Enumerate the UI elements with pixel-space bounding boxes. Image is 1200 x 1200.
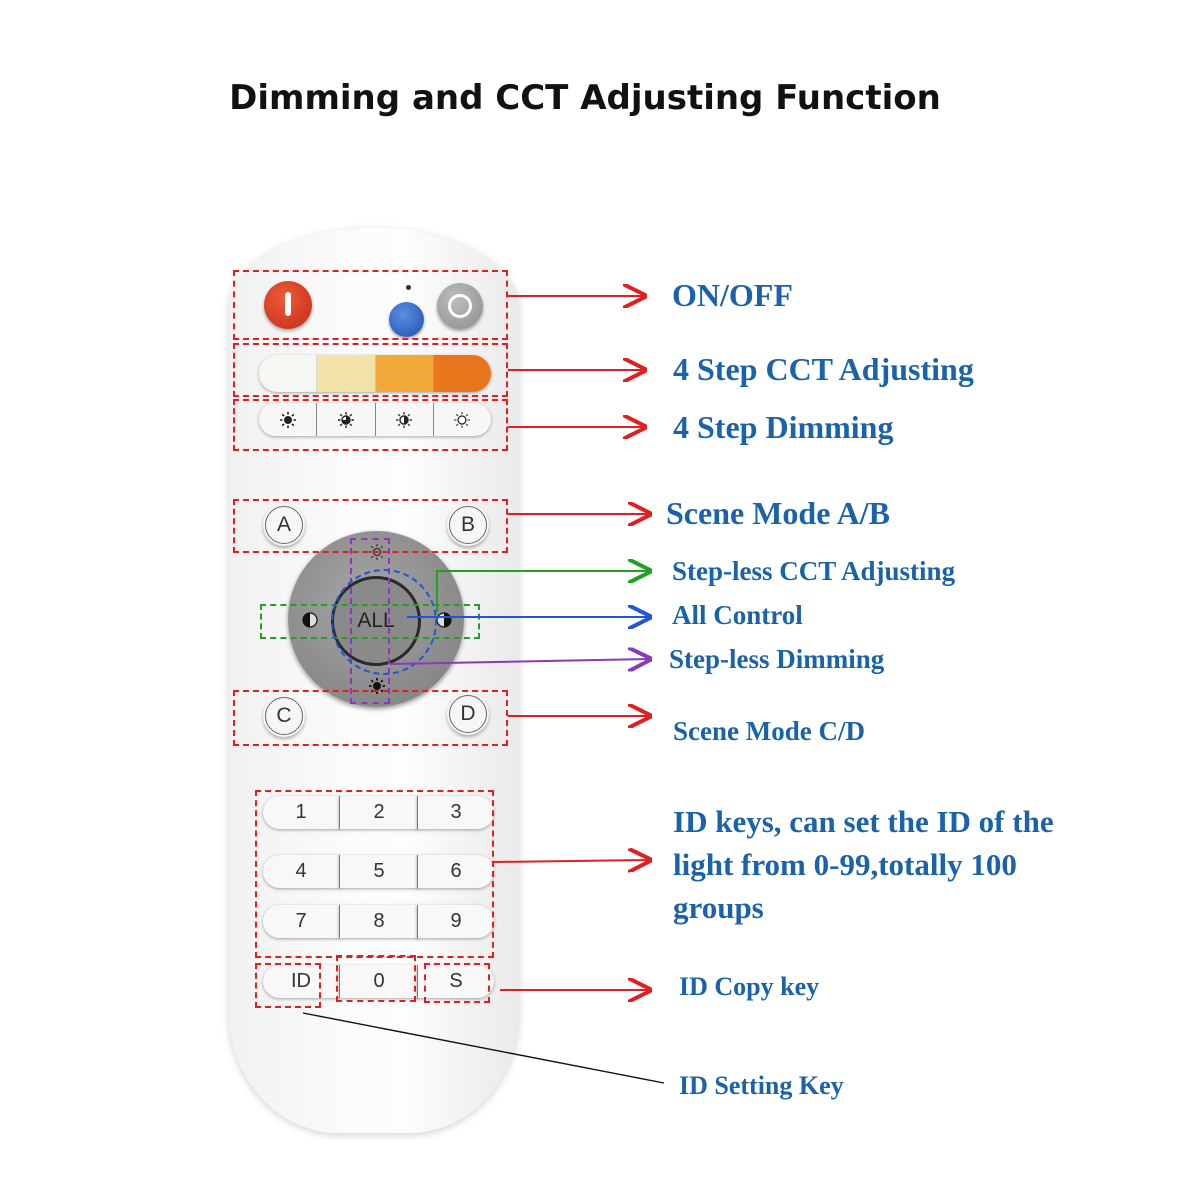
label-on-off: ON/OFF bbox=[672, 277, 793, 313]
sun-three-quarter-icon bbox=[337, 411, 354, 428]
scene-d-label: D bbox=[449, 695, 487, 733]
id-copy-highlight bbox=[424, 963, 490, 1003]
key-3[interactable]: 3 bbox=[417, 796, 494, 829]
scene-a-label: A bbox=[265, 506, 303, 544]
key-0[interactable]: 0 bbox=[339, 965, 419, 998]
cct-step-bar bbox=[259, 355, 491, 392]
label-cct-4step: 4 Step CCT Adjusting bbox=[673, 351, 974, 387]
id-setting-highlight bbox=[255, 963, 321, 1008]
label-stepless-cct: Step-less CCT Adjusting bbox=[672, 556, 956, 586]
dim-step-3-button[interactable] bbox=[376, 403, 434, 436]
indicator-led bbox=[406, 285, 411, 290]
all-control-highlight bbox=[331, 569, 437, 675]
dim-step-2-button[interactable] bbox=[317, 403, 376, 436]
dim-step-4-button[interactable] bbox=[434, 403, 491, 436]
scene-cd-highlight bbox=[233, 690, 508, 746]
key-1[interactable]: 1 bbox=[263, 796, 340, 829]
cct-step-3-button[interactable] bbox=[375, 355, 434, 392]
id-keys-highlight bbox=[255, 790, 494, 958]
cct-step-4-button[interactable] bbox=[433, 355, 491, 392]
scene-c-label: C bbox=[265, 697, 303, 735]
power-on-button[interactable] bbox=[264, 281, 312, 329]
cct-warm-icon[interactable] bbox=[301, 611, 319, 629]
scene-b-label: B bbox=[449, 506, 487, 544]
key-7[interactable]: 7 bbox=[263, 905, 340, 938]
key-9[interactable]: 9 bbox=[417, 905, 494, 938]
key-8[interactable]: 8 bbox=[339, 905, 419, 938]
cct-step-1-button[interactable] bbox=[259, 355, 318, 392]
power-off-icon bbox=[448, 294, 472, 318]
scene-b-button[interactable]: B bbox=[447, 504, 489, 546]
label-scene-cd: Scene Mode C/D bbox=[673, 716, 865, 746]
blue-button[interactable] bbox=[389, 302, 424, 337]
label-id-setting: ID Setting Key bbox=[679, 1071, 844, 1100]
key-id[interactable]: ID bbox=[263, 965, 340, 998]
sun-full-icon bbox=[279, 411, 296, 428]
key-0-highlight bbox=[336, 955, 416, 1002]
dim-step-highlight bbox=[233, 399, 508, 451]
key-s[interactable]: S bbox=[417, 965, 494, 998]
label-stepless-dim: Step-less Dimming bbox=[669, 644, 885, 674]
page-title: Dimming and CCT Adjusting Function bbox=[229, 78, 941, 118]
dim-step-1-button[interactable] bbox=[259, 403, 318, 436]
on-off-highlight bbox=[233, 270, 508, 340]
scene-c-button[interactable]: C bbox=[263, 695, 305, 737]
scene-d-button[interactable]: D bbox=[447, 693, 489, 735]
label-id-keys: ID keys, can set the ID of the light fro… bbox=[673, 804, 1054, 925]
label-id-copy: ID Copy key bbox=[679, 972, 820, 1001]
dim-step-bar bbox=[259, 403, 491, 436]
cct-step-2-button[interactable] bbox=[317, 355, 376, 392]
key-2[interactable]: 2 bbox=[339, 796, 419, 829]
cct-step-highlight bbox=[233, 343, 508, 397]
sun-outline-icon bbox=[454, 411, 471, 428]
label-scene-ab: Scene Mode A/B bbox=[666, 495, 890, 531]
sun-half-icon bbox=[396, 411, 413, 428]
scene-a-button[interactable]: A bbox=[263, 504, 305, 546]
key-5[interactable]: 5 bbox=[339, 855, 419, 888]
scene-ab-highlight bbox=[233, 499, 508, 553]
power-off-button[interactable] bbox=[437, 283, 483, 329]
label-all-control: All Control bbox=[672, 600, 803, 630]
power-icon bbox=[285, 292, 291, 316]
label-dim-4step: 4 Step Dimming bbox=[673, 409, 894, 445]
key-6[interactable]: 6 bbox=[417, 855, 494, 888]
